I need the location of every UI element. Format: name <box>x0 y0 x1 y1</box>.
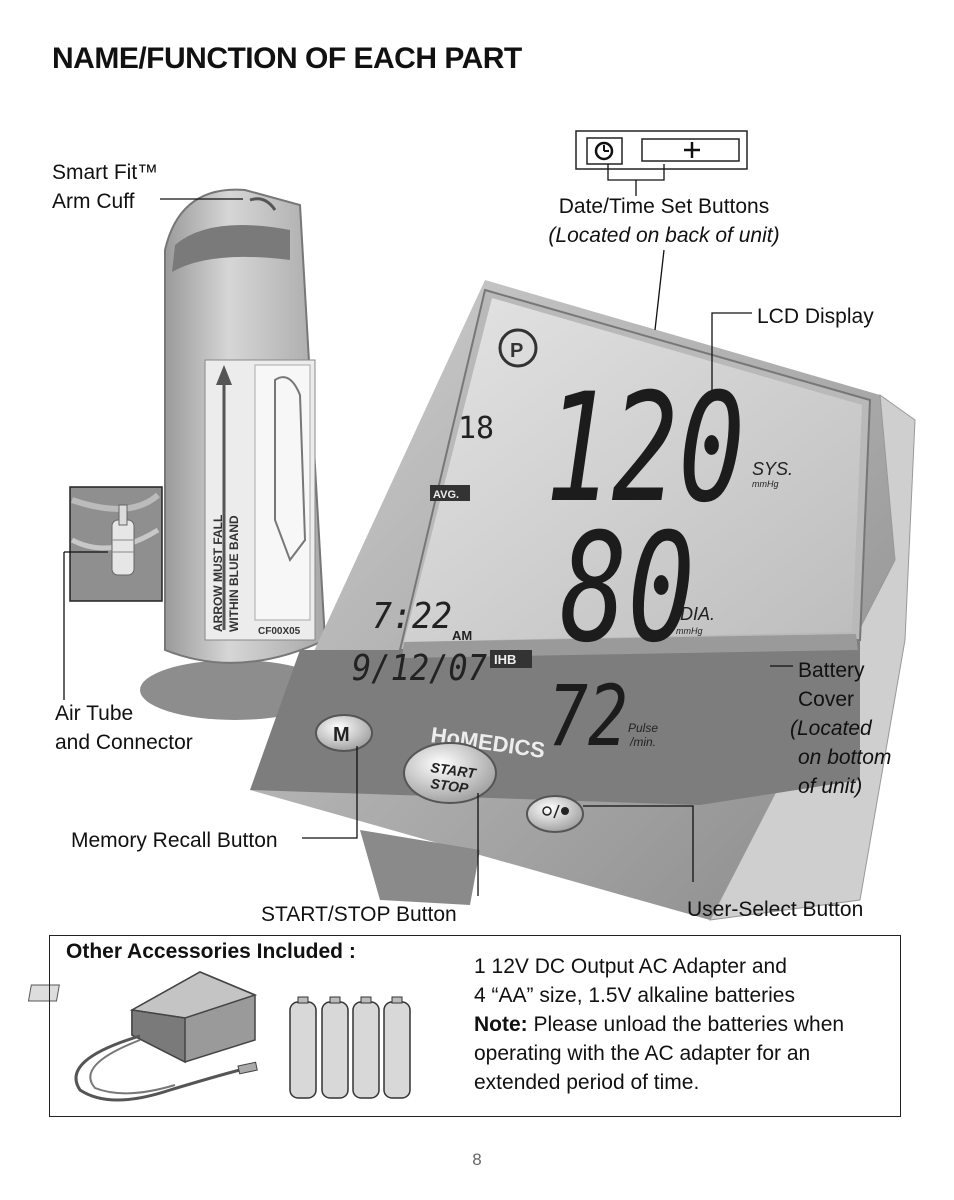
lcd-sys-unit: mmHg <box>752 479 779 489</box>
lcd-pulse-label-2: /min. <box>629 735 656 749</box>
label-air-tube: Air Tube and Connector <box>55 699 193 757</box>
lcd-ihb: IHB <box>494 652 516 667</box>
lcd-time: 7:22 <box>372 596 452 637</box>
user-filled-icon <box>561 807 569 815</box>
label-battery-line1: Battery <box>798 659 865 682</box>
svg-text:P: P <box>510 340 523 362</box>
lcd-avg: AVG. <box>433 489 459 501</box>
label-date-time-line2: (Located on back of unit) <box>548 224 780 247</box>
label-air-tube-line1: Air Tube <box>55 702 134 725</box>
memory-button-label: M <box>333 724 350 746</box>
label-memory-recall: Memory Recall Button <box>71 829 278 852</box>
user-outline-icon <box>542 806 552 816</box>
label-battery-line2: Cover <box>798 688 855 711</box>
label-date-time: Date/Time Set Buttons (Located on back o… <box>528 192 800 250</box>
memory-recall-button[interactable]: M <box>315 714 373 752</box>
label-lcd-display: LCD Display <box>757 305 874 328</box>
accessories-line2: 4 “AA” size, 1.5V alkaline batteries <box>474 984 795 1007</box>
lcd-sys-label: SYS. <box>752 459 793 479</box>
cuff-code: CF00X05 <box>258 626 301 637</box>
accessories-title: Other Accessories Included : <box>66 940 356 963</box>
cuff-text-1: ARROW MUST FALL <box>211 515 225 632</box>
page-title: NAME/FUNCTION OF EACH PART <box>52 42 522 75</box>
ac-adapter-illustration <box>27 971 258 1102</box>
start-stop-button[interactable]: START STOP <box>403 742 497 804</box>
lcd-display: 18 AVG. 120 SYS. mmHg 80 DIA. mmHg 7:22 … <box>352 362 793 765</box>
label-date-time-line1: Date/Time Set Buttons <box>558 195 770 218</box>
lcd-date: 9/12/07 <box>352 648 487 689</box>
accessories-note: Note: Please unload the batteries when <box>474 1010 844 1039</box>
label-arm-cuff: Smart Fit™ Arm Cuff <box>52 158 158 216</box>
arm-cuff: ARROW MUST FALL WITHIN BLUE BAND CF00X05 <box>140 188 330 720</box>
lcd-diastolic: 80 <box>560 502 695 676</box>
batteries-illustration <box>289 996 411 1099</box>
lcd-pulse-label-1: Pulse <box>628 721 658 735</box>
accessories-description: 1 12V DC Output AC Adapter and 4 “AA” si… <box>474 952 844 1097</box>
clock-icon[interactable] <box>594 141 614 161</box>
air-tube-inset <box>69 486 163 602</box>
plus-icon[interactable] <box>684 142 700 158</box>
label-user-select: User-Select Button <box>687 898 864 921</box>
label-arm-cuff-line2: Arm Cuff <box>52 190 135 213</box>
date-time-buttons-panel <box>575 130 748 170</box>
note-line1: Please unload the batteries when <box>527 1013 845 1036</box>
start-label: START <box>430 759 479 781</box>
lcd-dia-label: DIA. <box>680 604 715 624</box>
lcd-ampm: AM <box>452 628 472 643</box>
cuff-text-2: WITHIN BLUE BAND <box>227 515 241 632</box>
leader-lines <box>63 164 793 896</box>
stop-label: STOP <box>430 775 470 796</box>
lcd-pulse: 72 <box>548 667 628 765</box>
user-select-button[interactable] <box>526 795 584 833</box>
label-battery-line4: on bottom <box>798 746 892 769</box>
note-line2: operating with the AC adapter for an <box>474 1042 811 1065</box>
note-line3: extended period of time. <box>474 1071 700 1094</box>
label-start-stop: START/STOP Button <box>261 903 457 926</box>
lcd-dia-unit: mmHg <box>676 626 703 636</box>
label-battery-line5: of unit) <box>798 775 863 798</box>
label-air-tube-line2: and Connector <box>55 731 193 754</box>
accessories-box <box>49 935 901 1117</box>
lcd-memory-number: 18 <box>458 411 494 446</box>
page-number: 8 <box>472 1150 482 1169</box>
note-label: Note: <box>474 1013 528 1036</box>
accessories-line1: 1 12V DC Output AC Adapter and <box>474 955 787 978</box>
label-battery-cover: Battery Cover (Located on bottom of unit… <box>790 656 892 801</box>
label-battery-line3: (Located <box>790 717 872 740</box>
lcd-systolic: 120 <box>545 362 745 536</box>
label-arm-cuff-line1: Smart Fit™ <box>52 161 159 184</box>
